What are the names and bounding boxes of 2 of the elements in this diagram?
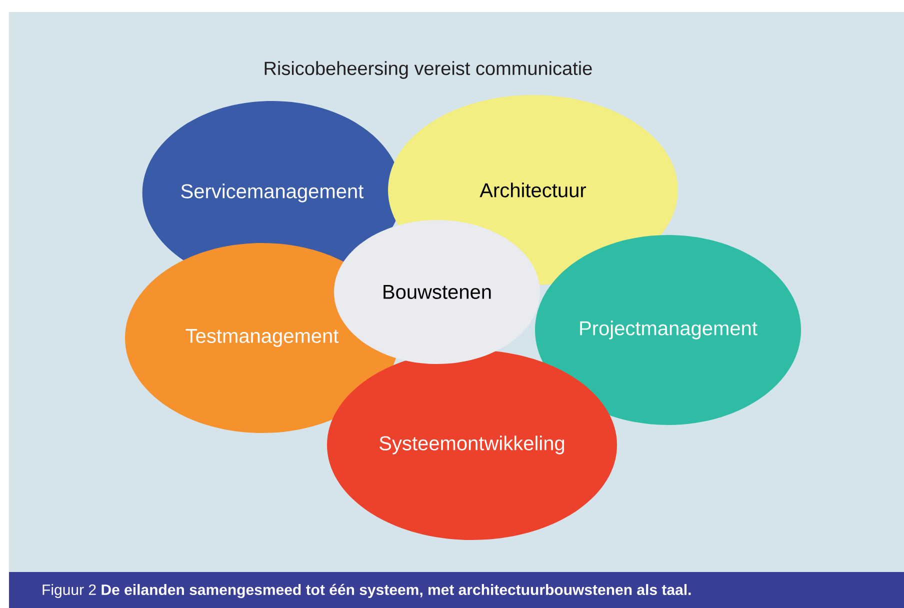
caption-band: Figuur 2 De eilanden samengesmeed tot één systeem, met architectuurbouwstenen als taal. xyxy=(9,572,904,608)
title: Risicobeheersing vereist communicatie xyxy=(264,61,592,79)
